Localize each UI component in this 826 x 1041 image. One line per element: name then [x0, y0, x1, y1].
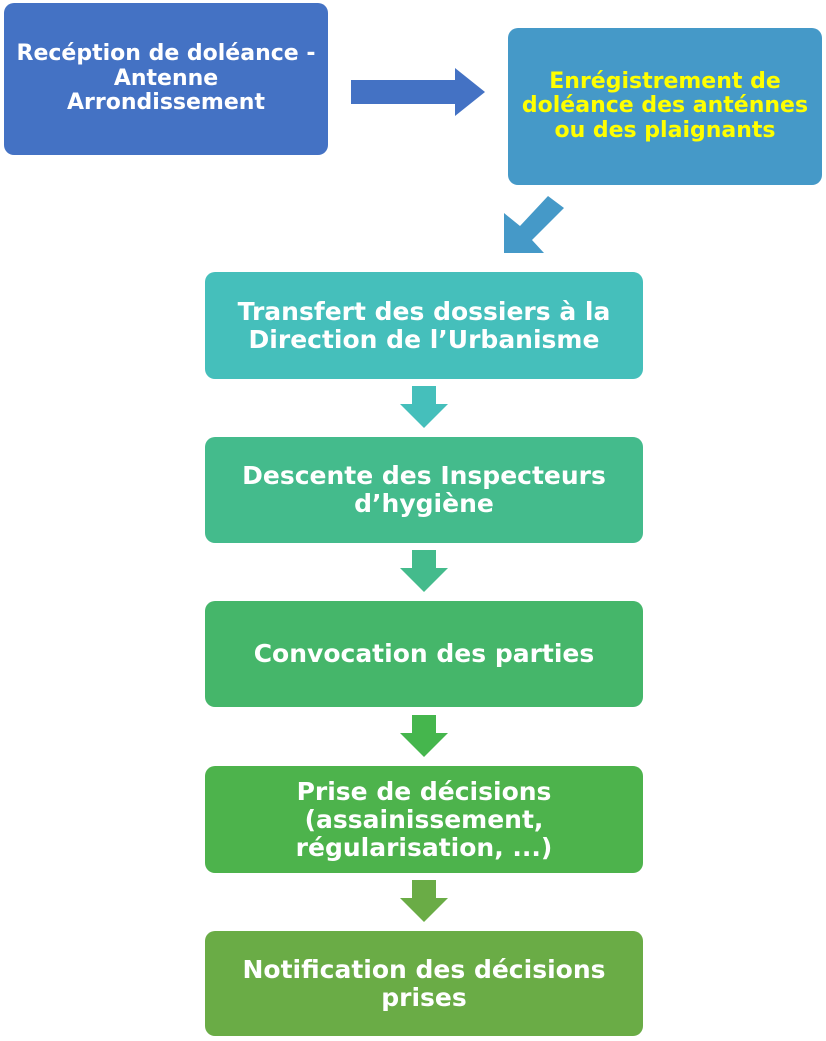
step-enregistrement-label: Enrégistrement de doléance des anténnes … — [521, 68, 809, 143]
step-reception-label: Recéption de doléance - Antenne Arrondis… — [16, 41, 316, 116]
step-prise-label: Prise de décisions (assainissement, régu… — [295, 776, 553, 862]
arrow-diagonal-icon — [504, 196, 564, 253]
step-reception-box: Recéption de doléance - Antenne Arrondis… — [4, 3, 328, 155]
step-transfert-box: Transfert des dossiers à la Direction de… — [205, 272, 643, 379]
step-notification-box: Notification des décisions prises — [205, 931, 643, 1036]
arrow-right-icon — [351, 68, 485, 116]
step-enregistrement-box: Enrégistrement de doléance des anténnes … — [508, 28, 822, 185]
step-convocation-box: Convocation des parties — [205, 601, 643, 707]
step-prise-box: Prise de décisions (assainissement, régu… — [205, 766, 643, 873]
step-convocation-label: Convocation des parties — [253, 639, 595, 668]
step-notification-label: Notification des décisions prises — [242, 954, 606, 1012]
arrow-down-icon — [400, 715, 448, 757]
arrow-down-icon — [400, 880, 448, 922]
step-descente-label: Descente des Inspecteurs d’hygiène — [242, 461, 606, 518]
arrow-down-icon — [400, 550, 448, 592]
step-descente-box: Descente des Inspecteurs d’hygiène — [205, 437, 643, 543]
step-transfert-label: Transfert des dossiers à la Direction de… — [237, 296, 611, 354]
arrow-down-icon — [400, 386, 448, 428]
